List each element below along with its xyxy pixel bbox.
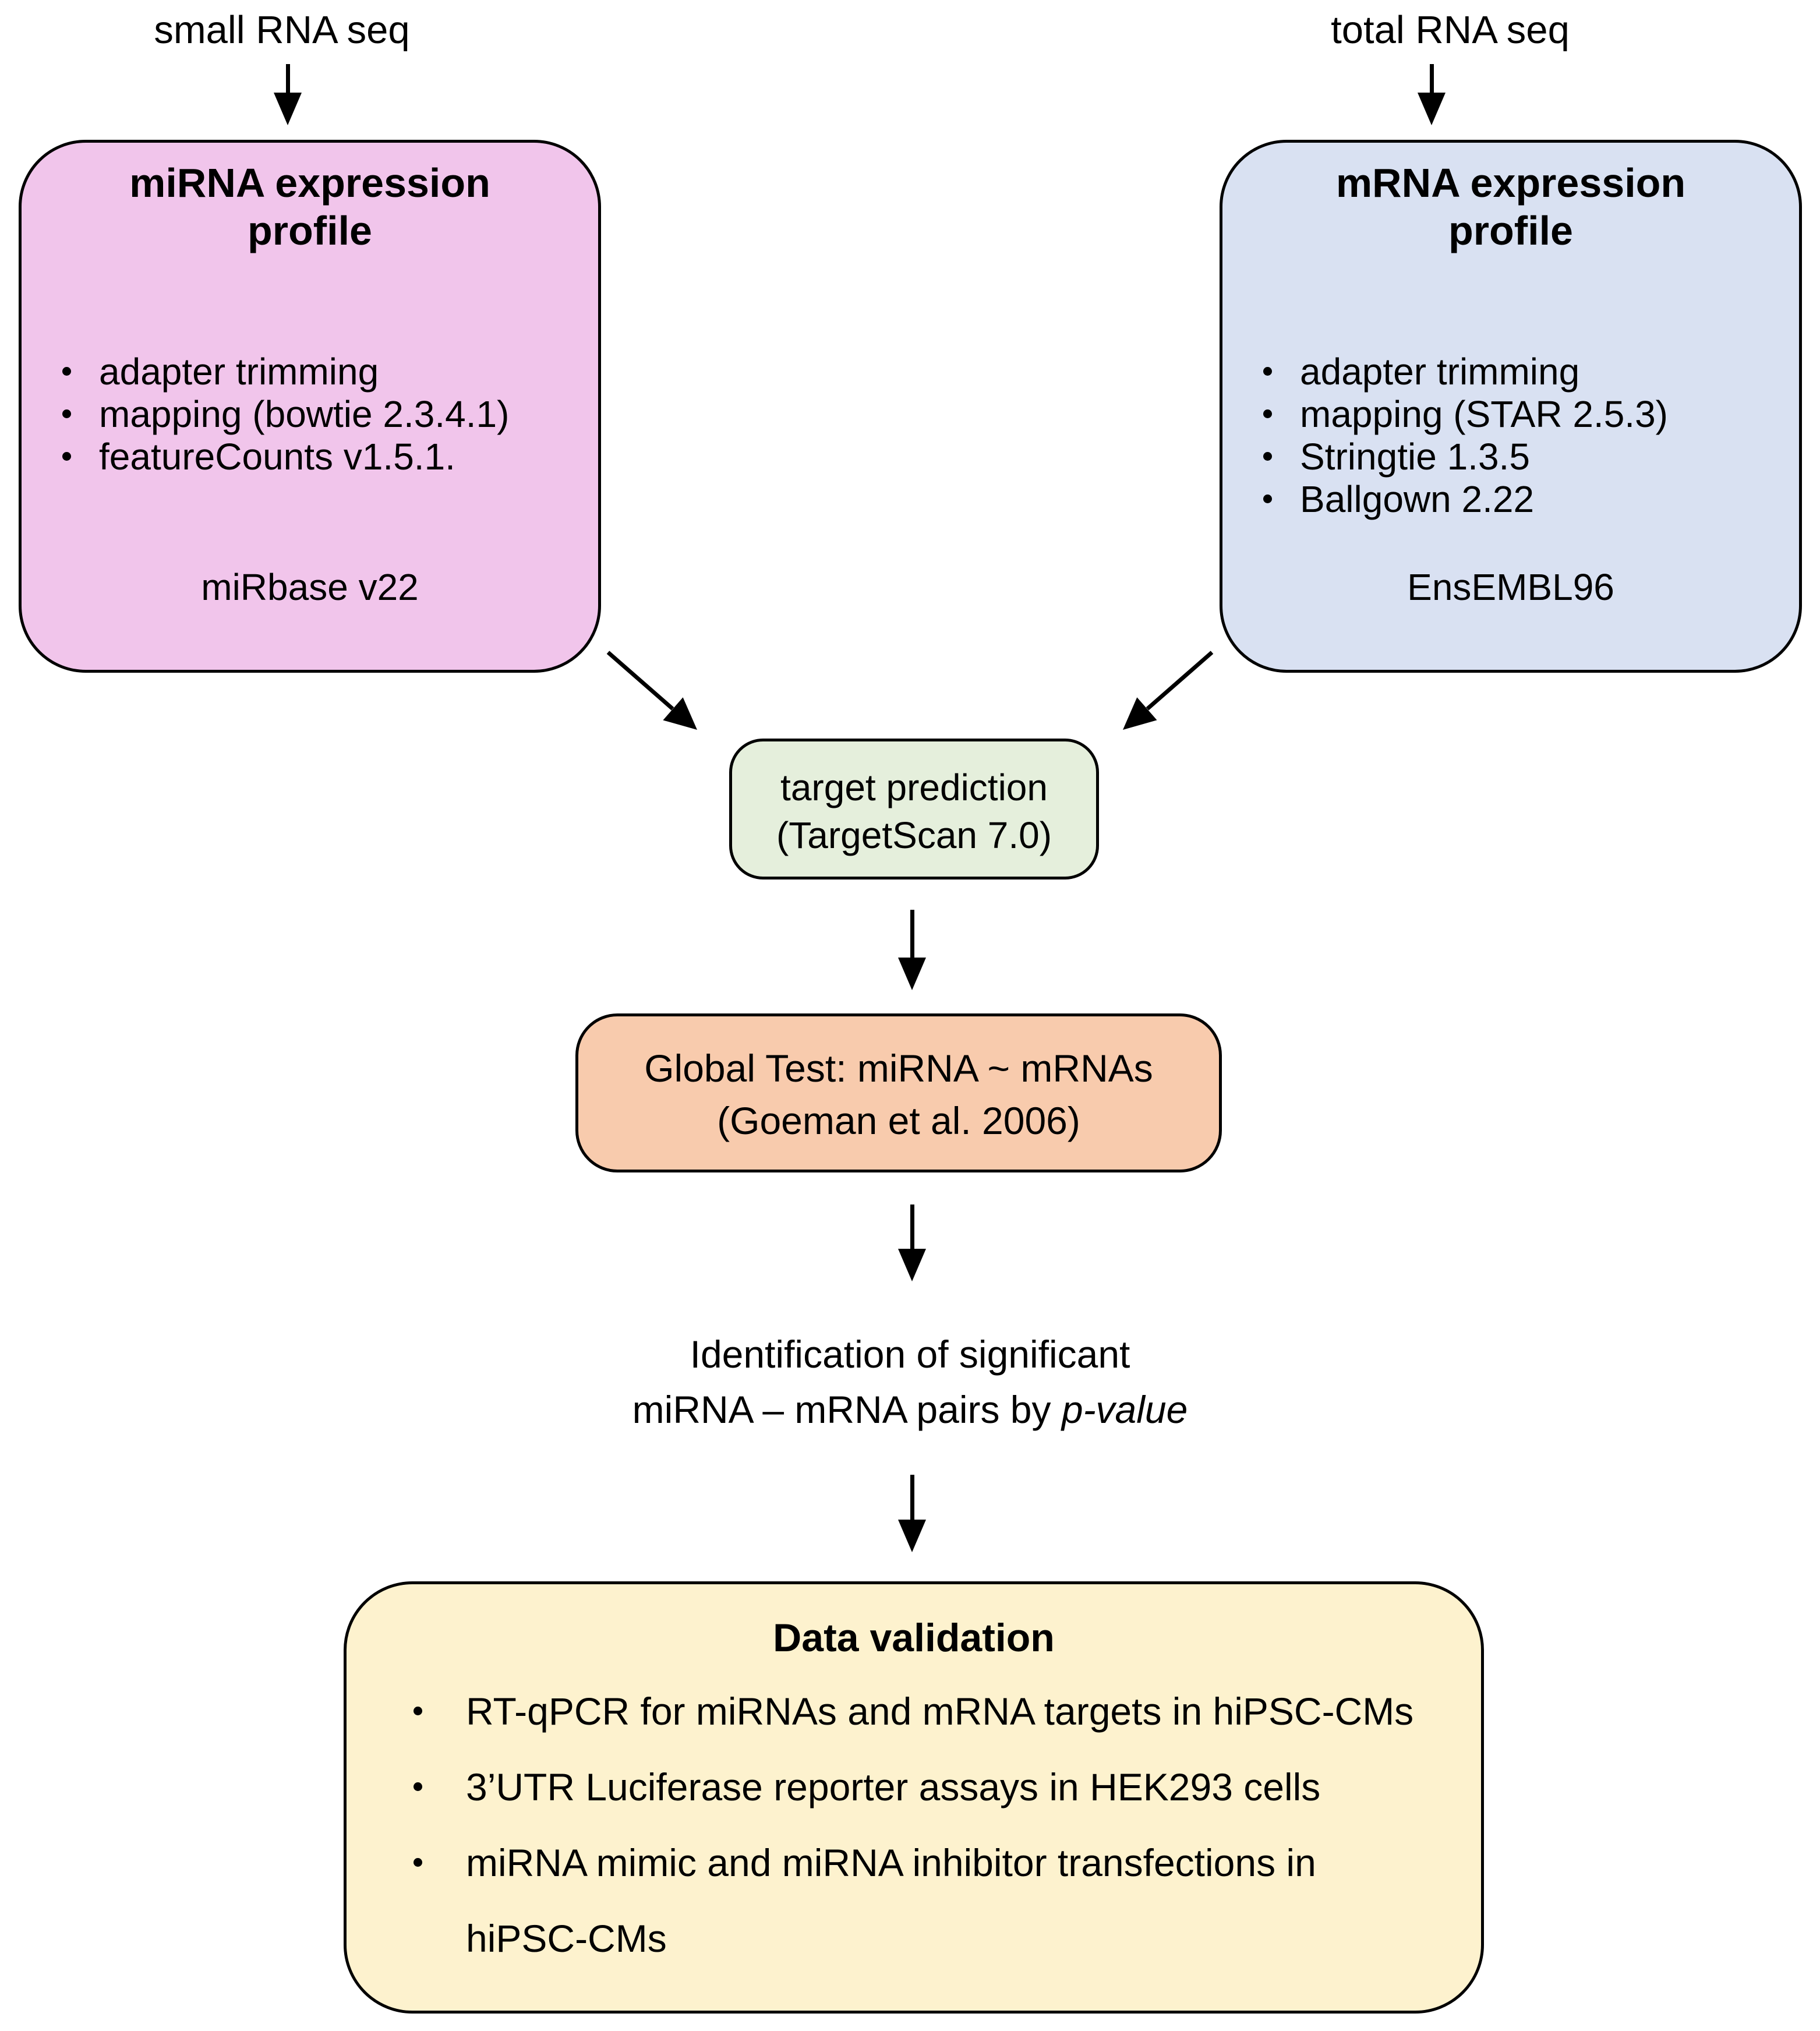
global-test-line2: (Goeman et al. 2006) [717,1099,1080,1142]
arrow-shaft [910,910,914,958]
mirna-box-title-line1: miRNA expression [129,160,490,206]
arrow-head-icon [898,1520,926,1552]
arrow-shaft [910,1475,914,1520]
list-item: featureCounts v1.5.1. [59,436,566,478]
bullet-icon [62,409,71,418]
bullet-icon [62,452,71,461]
arrow-down-total-rna-to-mrna-box [1418,64,1446,125]
bullet-icon [414,1782,422,1791]
bullet-text: miRNA mimic and miRNA inhibitor transfec… [466,1841,1316,1884]
bullet-icon [414,1858,422,1867]
identification-p-value: p-value [1061,1388,1188,1431]
list-item: 3’UTR Luciferase reporter assays in HEK2… [412,1765,1449,1809]
identification-line1: Identification of significant [690,1333,1130,1376]
data-validation-bullet-list: RT-qPCR for miRNAs and mRNA targets in h… [412,1689,1449,1885]
bullet-text: featureCounts v1.5.1. [99,436,455,478]
mirna-box-title-line2: profile [248,208,372,253]
bullet-icon [1263,367,1272,376]
mirna-box-bullet-list: adapter trimming mapping (bowtie 2.3.4.1… [54,351,566,478]
bullet-text: adapter trimming [1300,351,1580,393]
arrow-shaft [1429,64,1434,93]
list-item: mapping (bowtie 2.3.4.1) [59,393,566,436]
arrow-head-icon [898,1249,926,1281]
bullet-text: mapping (STAR 2.5.3) [1300,393,1668,435]
arrow-head-icon [274,93,302,125]
arrow-down-small-rna-to-mirna-box [274,64,302,125]
mrna-box-title: mRNA expression profile [1254,159,1767,255]
list-item: RT-qPCR for miRNAs and mRNA targets in h… [412,1689,1449,1733]
mrna-box-footer: EnsEMBL96 [1407,566,1614,608]
input-label-total-rna-seq: total RNA seq [1331,8,1570,52]
bullet-continuation-text: hiPSC-CMs [466,1917,667,1960]
node-mirna-expression-profile: miRNA expression profile adapter trimmin… [19,140,601,673]
bullet-text: Ballgown 2.22 [1300,478,1535,520]
mrna-box-title-line1: mRNA expression [1335,160,1686,206]
arrow-head-icon [898,958,926,990]
identification-text: Identification of significant miRNA – mR… [0,1327,1820,1437]
arrow-down-identification-to-validation [898,1475,926,1552]
bullet-icon [414,1707,422,1715]
bullet-icon [62,367,71,376]
list-item: Ballgown 2.22 [1260,478,1767,521]
arrow-down-globaltest-to-identification [898,1205,926,1281]
node-data-validation: Data validation RT-qPCR for miRNAs and m… [344,1581,1484,2014]
node-target-prediction: target prediction (TargetScan 7.0) [729,739,1099,879]
arrow-down-target-to-globaltest [898,910,926,990]
bullet-text: adapter trimming [99,351,379,393]
list-item: adapter trimming [59,351,566,393]
list-item: mapping (STAR 2.5.3) [1260,393,1767,436]
node-global-test: Global Test: miRNA ~ mRNAs (Goeman et al… [575,1013,1222,1172]
arrow-shaft [285,64,290,93]
mirna-box-footer: miRbase v22 [201,566,419,608]
arrow-diagonal-mrna-to-target-prediction [1123,651,1214,730]
global-test-line1: Global Test: miRNA ~ mRNAs [644,1047,1153,1090]
target-prediction-line1: target prediction [780,767,1048,808]
identification-line2: miRNA – mRNA pairs by p-value [0,1382,1820,1437]
mrna-box-bullet-list: adapter trimming mapping (STAR 2.5.3) St… [1254,351,1767,521]
input-label-small-rna-seq: small RNA seq [154,8,410,52]
list-item: Stringtie 1.3.5 [1260,436,1767,478]
bullet-text: mapping (bowtie 2.3.4.1) [99,393,510,435]
arrow-diagonal-mirna-to-target-prediction [606,651,697,730]
bullet-text: RT-qPCR for miRNAs and mRNA targets in h… [466,1690,1414,1733]
node-mrna-expression-profile: mRNA expression profile adapter trimming… [1220,140,1802,673]
identification-line2-prefix: miRNA – mRNA pairs by [632,1388,1062,1431]
bullet-icon [1263,409,1272,418]
bullet-text: Stringtie 1.3.5 [1300,436,1530,478]
target-prediction-line2: (TargetScan 7.0) [776,814,1052,856]
data-validation-title: Data validation [773,1616,1055,1660]
bullet-text: 3’UTR Luciferase reporter assays in HEK2… [466,1765,1321,1809]
arrow-shaft [910,1205,914,1249]
mrna-box-title-line2: profile [1448,208,1573,253]
list-item: miRNA mimic and miRNA inhibitor transfec… [412,1841,1449,1885]
bullet-icon [1263,494,1272,503]
arrow-head-icon [1418,93,1446,125]
bullet-icon [1263,452,1272,461]
mirna-box-title: miRNA expression profile [54,159,566,255]
list-item: adapter trimming [1260,351,1767,393]
